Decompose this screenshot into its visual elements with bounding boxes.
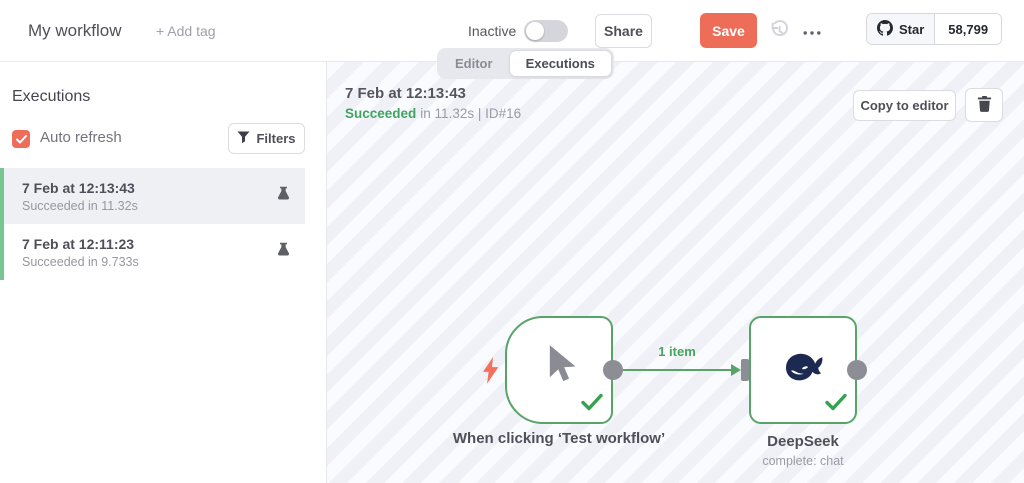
- github-star-button[interactable]: Star: [867, 14, 936, 44]
- connection-items-label: 1 item: [658, 344, 696, 359]
- deepseek-node-sublabel: complete: chat: [762, 454, 844, 468]
- header-bar: My workflow + Add tag Inactive Share Sav…: [0, 0, 1024, 62]
- github-star-label: Star: [899, 21, 925, 37]
- executions-sidebar: Executions Auto refresh Filters 7 Feb at…: [0, 62, 327, 483]
- execution-status: Succeeded: [345, 106, 417, 121]
- github-icon: [877, 19, 893, 39]
- cursor-icon: [537, 341, 581, 394]
- deepseek-output-port[interactable]: [847, 360, 867, 380]
- toggle-knob: [526, 22, 544, 40]
- save-button[interactable]: Save: [700, 13, 757, 48]
- filters-label: Filters: [256, 131, 296, 146]
- connection-line: [613, 369, 732, 371]
- add-tag-button[interactable]: + Add tag: [156, 23, 216, 39]
- workflow-title[interactable]: My workflow: [28, 21, 122, 40]
- execution-time: 7 Feb at 12:11:23: [22, 235, 135, 252]
- trigger-output-port[interactable]: [603, 360, 623, 380]
- activation-status-label: Inactive: [468, 23, 517, 39]
- execution-detail: in 11.32s | ID#16: [420, 106, 522, 121]
- github-star-count[interactable]: 58,799: [935, 14, 1002, 44]
- view-tabs: Editor Executions: [437, 48, 614, 79]
- auto-refresh-label[interactable]: Auto refresh: [40, 129, 122, 146]
- flask-icon: [276, 242, 291, 263]
- share-button[interactable]: Share: [595, 14, 652, 48]
- sidebar-heading: Executions: [12, 88, 91, 105]
- success-check-icon: [825, 393, 847, 416]
- deepseek-node[interactable]: [749, 316, 857, 424]
- history-icon: [768, 19, 790, 46]
- flask-icon: [276, 186, 291, 207]
- connection-arrow-icon: [731, 364, 741, 376]
- success-check-icon: [581, 393, 603, 416]
- activation-toggle[interactable]: [524, 20, 568, 42]
- deepseek-whale-icon: [779, 347, 827, 390]
- github-star-widget[interactable]: Star 58,799: [866, 13, 1003, 45]
- copy-to-editor-button[interactable]: Copy to editor: [853, 90, 956, 121]
- delete-execution-button[interactable]: [965, 88, 1003, 122]
- tab-executions[interactable]: Executions: [508, 50, 612, 77]
- undo-history-button[interactable]: [766, 19, 792, 45]
- execution-list-item[interactable]: 7 Feb at 12:13:43 Succeeded in 11.32s: [4, 168, 305, 224]
- lightning-icon: [483, 357, 499, 389]
- auto-refresh-checkbox[interactable]: [12, 130, 30, 148]
- more-options-button[interactable]: [798, 19, 826, 45]
- execution-time: 7 Feb at 12:13:43: [22, 179, 135, 196]
- funnel-icon: [237, 130, 251, 147]
- execution-list: 7 Feb at 12:13:43 Succeeded in 11.32s 7 …: [0, 168, 305, 280]
- deepseek-input-port[interactable]: [741, 359, 749, 381]
- deepseek-node-label: DeepSeek: [767, 433, 839, 450]
- trash-icon: [977, 95, 992, 115]
- execution-timestamp: 7 Feb at 12:13:43: [345, 85, 466, 102]
- ellipsis-icon: [803, 23, 821, 41]
- execution-list-item[interactable]: 7 Feb at 12:11:23 Succeeded in 9.733s: [4, 224, 305, 280]
- trigger-node-label: When clicking ‘Test workflow’: [452, 430, 666, 447]
- tab-editor[interactable]: Editor: [455, 56, 493, 71]
- execution-result: Succeeded in 11.32s: [22, 198, 138, 213]
- execution-result: Succeeded in 9.733s: [22, 254, 139, 269]
- trigger-node[interactable]: [505, 316, 613, 424]
- check-icon: [15, 134, 27, 143]
- sidebar-controls: Auto refresh Filters: [0, 123, 327, 155]
- filters-button[interactable]: Filters: [228, 123, 305, 154]
